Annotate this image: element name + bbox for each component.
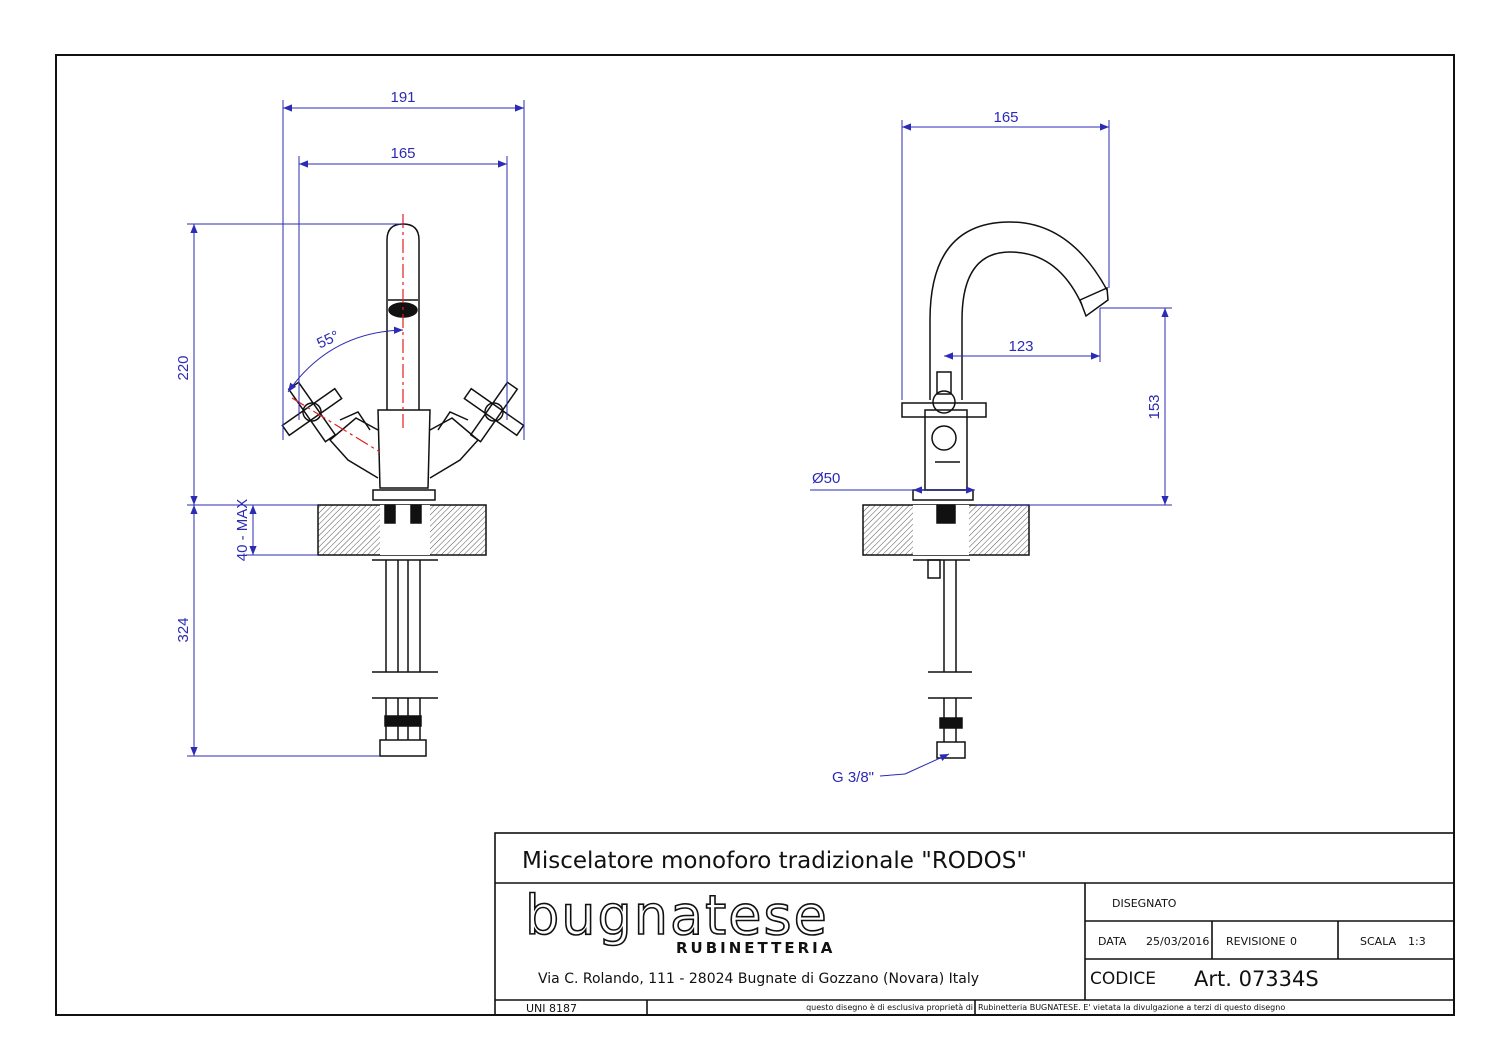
front-dimensions (187, 100, 525, 757)
dim-220: 220 (175, 355, 192, 380)
codice-label: CODICE (1090, 969, 1156, 989)
title-block (494, 832, 1455, 1016)
logo-subtitle: RUBINETTERIA (676, 939, 835, 957)
dim-165-side: 165 (993, 109, 1018, 126)
dim-123: 123 (1008, 338, 1033, 355)
front-view (281, 223, 525, 757)
logo-wordmark: bugnatese (525, 884, 829, 947)
dim-165-front: 165 (390, 145, 415, 162)
dim-g-3-8: G 3/8" (832, 769, 874, 786)
codice-value: Art. 07334S (1194, 967, 1319, 991)
disegnato-label: DISEGNATO (1112, 897, 1177, 910)
data-value: 25/03/2016 (1146, 935, 1209, 948)
dim-153: 153 (1146, 394, 1163, 419)
notice-left: questo disegno è di esclusiva proprietà … (806, 1002, 973, 1012)
standard-reference: UNI 8187 (526, 1002, 577, 1015)
dim-diameter-50: Ø50 (812, 470, 840, 487)
side-dimensions (810, 120, 1172, 777)
revisione-value: 0 (1290, 935, 1297, 948)
dim-324: 324 (175, 617, 192, 642)
front-centerlines (291, 214, 404, 453)
revisione-label: REVISIONE (1226, 935, 1285, 948)
scala-label: SCALA (1360, 935, 1397, 948)
dim-191: 191 (390, 89, 415, 106)
data-label: DATA (1098, 935, 1127, 948)
dim-55-deg: 55° (314, 327, 342, 352)
drawing-title: Miscelatore monoforo tradizionale "RODOS… (522, 848, 1027, 874)
side-view (862, 221, 1109, 759)
scala-value: 1:3 (1408, 935, 1426, 948)
notice-right: Rubinetteria BUGNATESE. E' vietata la di… (978, 1003, 1285, 1012)
company-address: Via C. Rolando, 111 - 28024 Bugnate di G… (538, 971, 979, 987)
dim-40-max: 40 - MAX (234, 499, 251, 562)
